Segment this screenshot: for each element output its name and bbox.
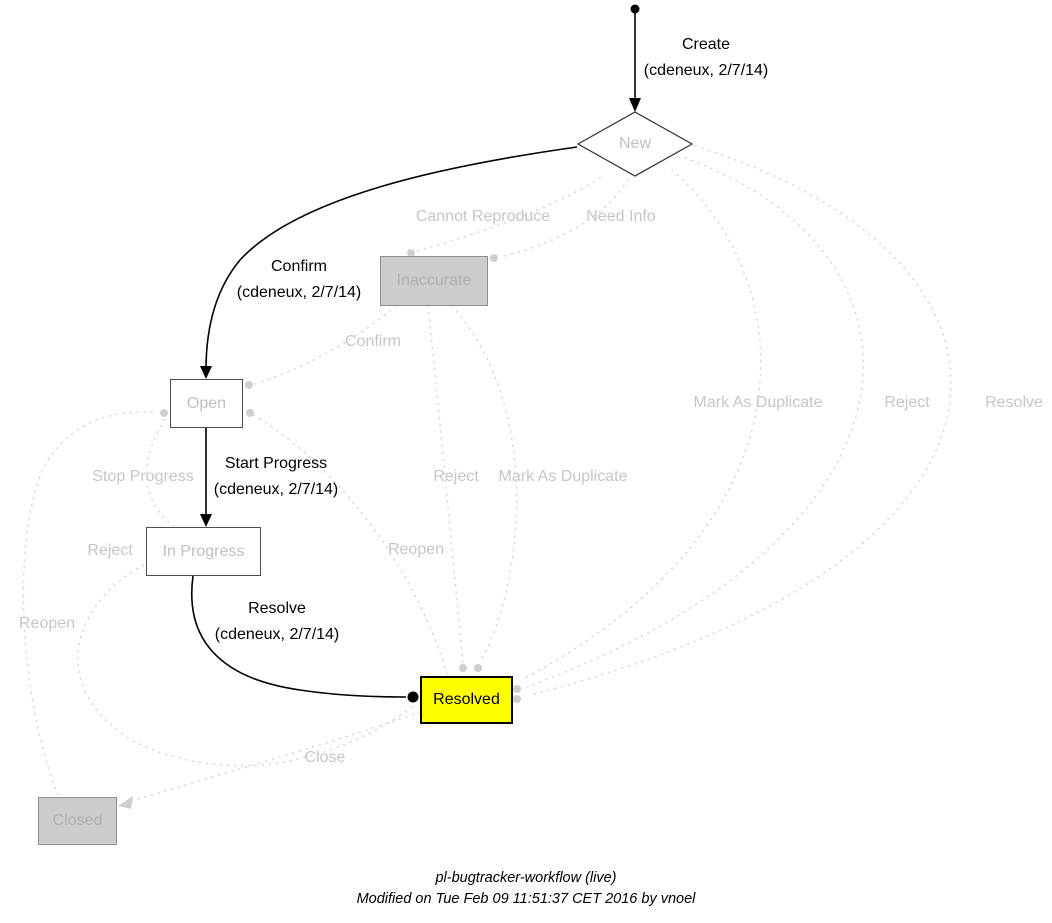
arrow-dot — [490, 254, 498, 262]
edge-reopen-resolved — [251, 413, 448, 675]
node-closed[interactable]: Closed — [38, 797, 117, 845]
node-open-label: Open — [186, 394, 227, 412]
edge-label-resolve-by: (cdeneux, 2/7/14) — [214, 626, 340, 643]
arrow-dot — [459, 664, 467, 672]
edge-confirm — [205, 146, 578, 371]
arrow-dot — [246, 409, 254, 417]
edge-label-stop-progress: Stop Progress — [92, 468, 194, 485]
node-new-shape — [576, 111, 694, 177]
node-new-label: New — [618, 135, 651, 152]
edge-label-reject-new: Reject — [884, 394, 930, 411]
edge-label-start-progress-by: (cdeneux, 2/7/14) — [213, 481, 339, 498]
edge-label-start-progress: Start Progress (cdeneux, 2/7/14) — [214, 451, 339, 503]
edge-mark-duplicate-inaccurate — [451, 305, 518, 663]
edge-label-resolve: Resolve (cdeneux, 2/7/14) — [215, 596, 340, 648]
start-marker — [630, 4, 640, 14]
diagram-modified: Modified on Tue Feb 09 11:51:37 CET 2016… — [356, 891, 696, 907]
edge-cannot-reproduce — [414, 177, 601, 253]
diagram-title: pl-bugtracker-workflow (live) — [435, 870, 617, 886]
arrowhead-create — [629, 98, 641, 112]
edge-confirm-inactive — [251, 305, 397, 386]
node-resolved[interactable]: Resolved — [420, 676, 513, 724]
arrow-dot — [513, 685, 521, 693]
edge-label-create-by: (cdeneux, 2/7/14) — [643, 62, 769, 79]
edge-label-create-title: Create — [681, 36, 731, 53]
edge-label-cannot-reproduce: Cannot Reproduce — [415, 208, 551, 225]
edge-label-resolve-new: Resolve — [985, 394, 1043, 411]
edge-label-create: Create (cdeneux, 2/7/14) — [644, 32, 769, 84]
arrow-dot — [160, 409, 168, 417]
edge-label-start-progress-title: Start Progress — [224, 455, 328, 472]
edge-mark-duplicate-new — [524, 169, 762, 679]
node-inaccurate[interactable]: Inaccurate — [380, 256, 488, 306]
arrow-dot — [474, 664, 482, 672]
edge-label-confirm-by: (cdeneux, 2/7/14) — [236, 284, 362, 301]
arrowhead-start-progress — [200, 514, 212, 527]
edge-reject-inprogress — [77, 561, 413, 767]
node-in-progress-label: In Progress — [162, 542, 245, 560]
edge-resolve — [191, 575, 407, 698]
edge-label-reject-inaccurate: Reject — [433, 468, 479, 485]
edge-stop-progress — [146, 416, 175, 528]
edge-reject-new — [526, 157, 865, 688]
edge-label-reject-inprogress: Reject — [87, 542, 133, 559]
node-open[interactable]: Open — [170, 379, 243, 428]
edge-close — [127, 711, 421, 803]
node-in-progress[interactable]: In Progress — [146, 527, 261, 576]
node-new[interactable]: New — [578, 112, 692, 176]
edge-label-confirm-title: Confirm — [270, 258, 327, 275]
node-inaccurate-label: Inaccurate — [396, 272, 472, 289]
arrowhead-close — [118, 796, 133, 809]
arrowhead-resolve-dot — [407, 691, 419, 703]
edge-label-mark-duplicate-new: Mark As Duplicate — [693, 394, 823, 411]
edge-label-reopen-resolved: Reopen — [387, 541, 445, 558]
arrow-dot — [245, 381, 253, 389]
edge-label-close: Close — [304, 749, 346, 766]
node-closed-label: Closed — [52, 812, 103, 829]
arrow-dot — [513, 695, 521, 703]
arrowhead-confirm — [200, 366, 212, 379]
edge-label-reopen-closed: Reopen — [18, 615, 76, 632]
edge-label-resolve-title: Resolve — [248, 600, 306, 617]
arrow-dot — [407, 249, 415, 257]
node-resolved-label: Resolved — [433, 691, 500, 708]
edge-label-confirm: Confirm (cdeneux, 2/7/14) — [237, 254, 362, 306]
edge-label-confirm-inactive: Confirm — [344, 333, 402, 350]
edge-label-mark-duplicate-inaccurate: Mark As Duplicate — [498, 468, 628, 485]
edge-label-need-info: Need Info — [586, 208, 656, 225]
